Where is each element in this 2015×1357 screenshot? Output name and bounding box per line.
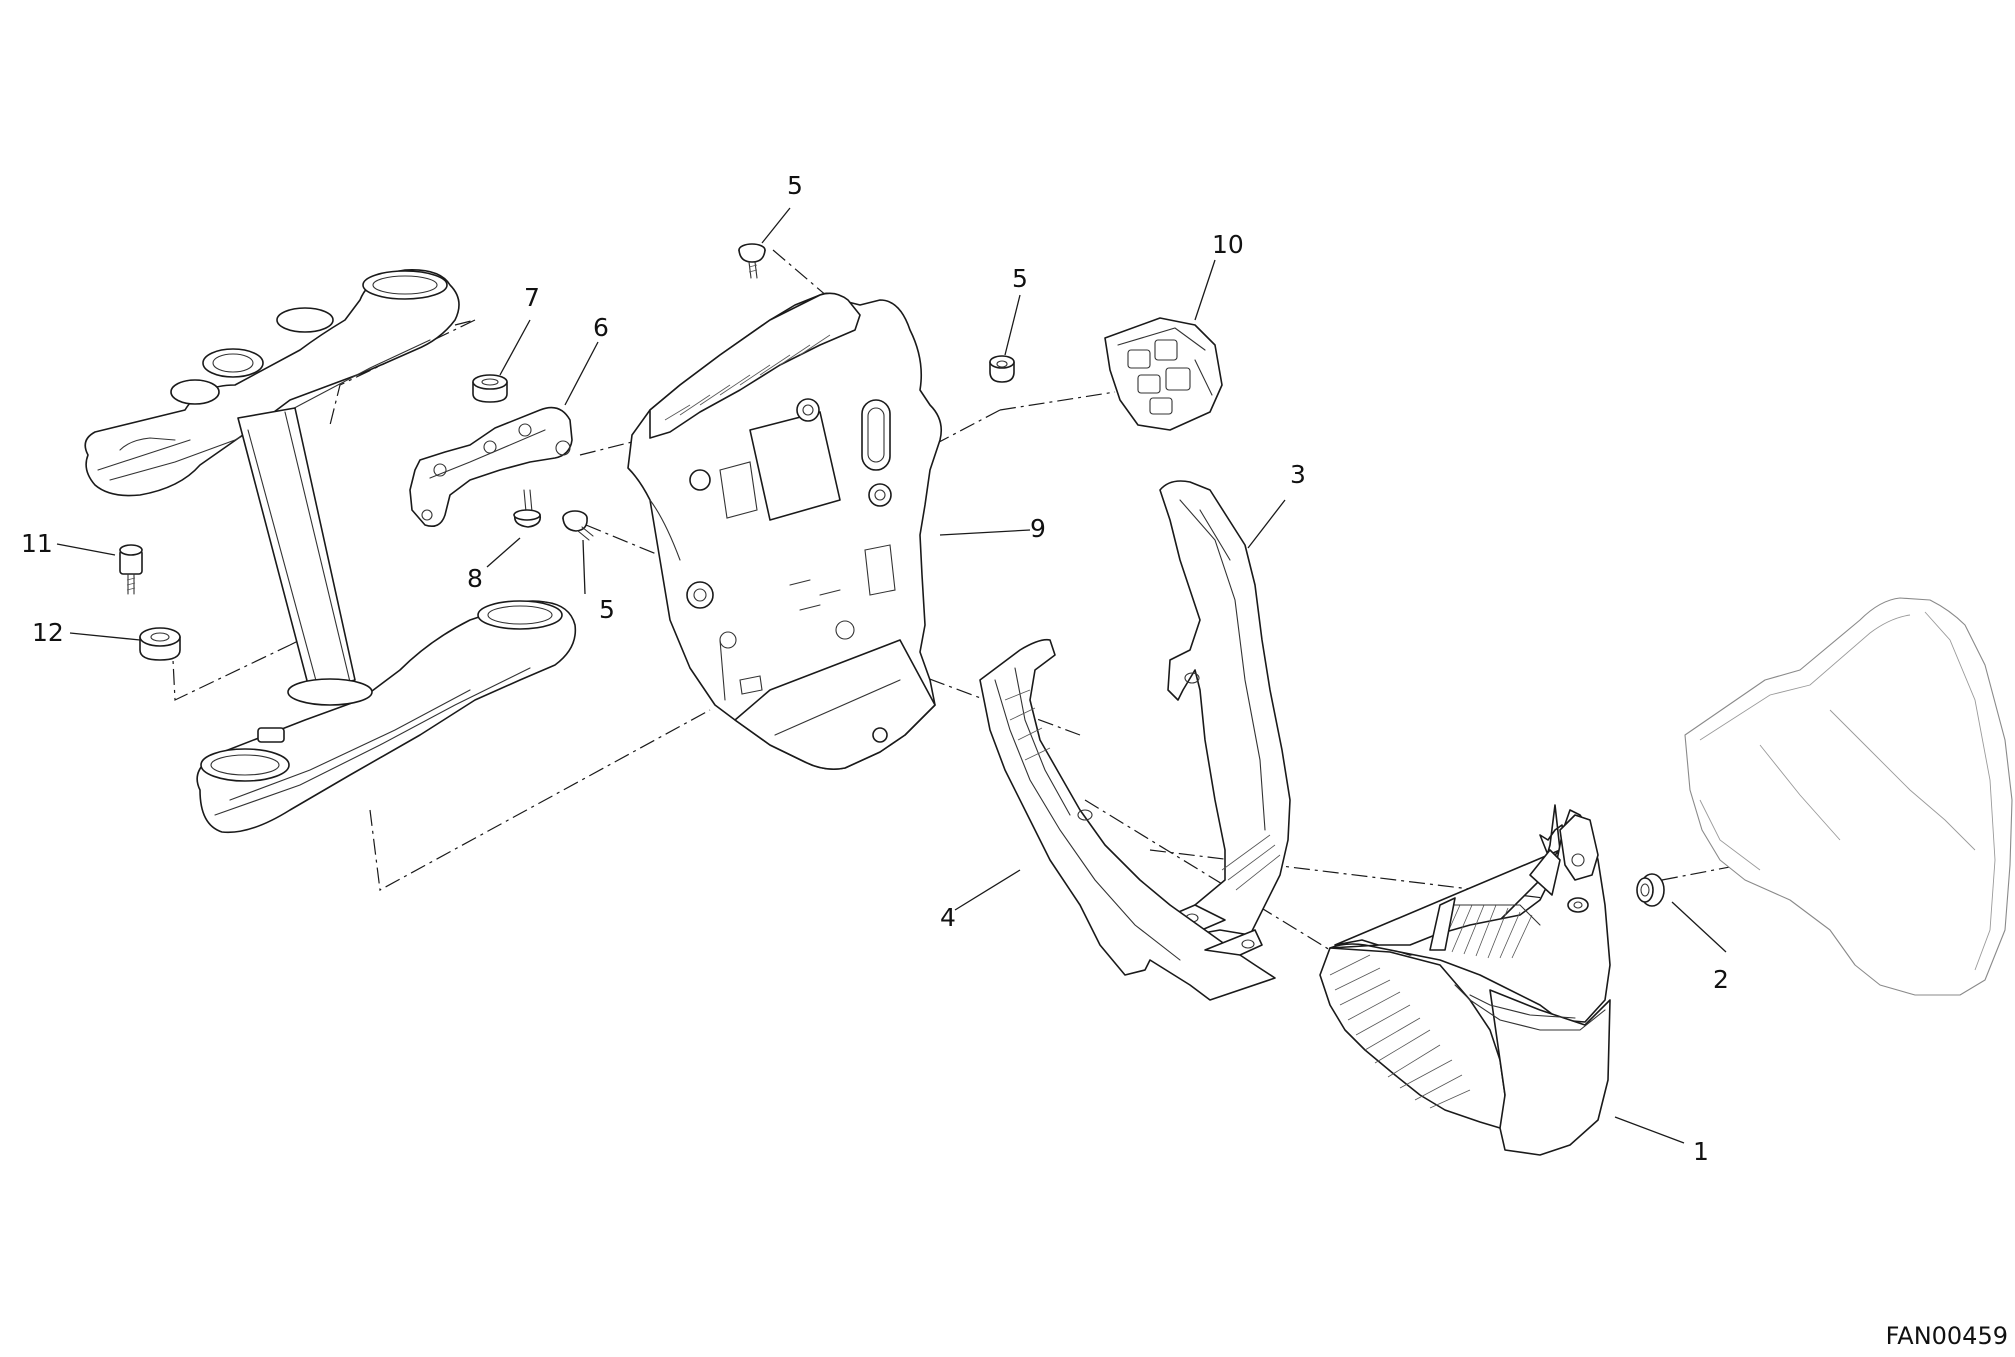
callout-labels: 1 2 3 4 5 5 5 6 7 8 9 10 11 12 bbox=[21, 171, 1729, 1166]
leader-lines bbox=[56, 207, 1727, 1144]
grommet-7 bbox=[472, 374, 508, 403]
windshield bbox=[1684, 597, 2013, 996]
cover-3 bbox=[1159, 480, 1291, 936]
screw-5-right bbox=[989, 355, 1015, 383]
callout-5-right: 5 bbox=[1012, 264, 1028, 293]
drawing-code: FAN00459 bbox=[1886, 1322, 2008, 1350]
screw-5-top bbox=[738, 243, 766, 279]
triple-clamp-assembly bbox=[84, 268, 577, 834]
headlight-support-bracket-9 bbox=[627, 292, 943, 770]
upper-clamp-boss bbox=[276, 307, 334, 333]
callout-2: 2 bbox=[1713, 965, 1729, 994]
grommet-12 bbox=[139, 627, 181, 661]
callout-6: 6 bbox=[593, 313, 609, 342]
grommet-2 bbox=[1636, 873, 1665, 907]
callout-7: 7 bbox=[524, 283, 540, 312]
connector-10 bbox=[1104, 317, 1223, 431]
callout-3: 3 bbox=[1290, 460, 1306, 489]
headlight-1 bbox=[1319, 804, 1611, 1156]
callout-8: 8 bbox=[467, 564, 483, 593]
cover-4 bbox=[979, 638, 1276, 1001]
callout-5-bottom: 5 bbox=[599, 595, 615, 624]
upper-triple-clamp bbox=[84, 268, 460, 497]
lower-clamp-fork-bore-right bbox=[477, 600, 563, 630]
steering-stem bbox=[237, 407, 356, 693]
callout-1: 1 bbox=[1693, 1137, 1709, 1166]
callout-9: 9 bbox=[1030, 514, 1046, 543]
lower-clamp-fork-bore-left bbox=[200, 748, 290, 782]
stem-base-collar bbox=[287, 678, 373, 706]
callout-4: 4 bbox=[940, 903, 956, 932]
screw-5-bottom bbox=[562, 510, 594, 541]
screw-8 bbox=[513, 489, 542, 528]
callout-12: 12 bbox=[32, 618, 64, 647]
callout-10: 10 bbox=[1212, 230, 1244, 259]
bracket-6 bbox=[409, 406, 573, 528]
bolt-11 bbox=[119, 544, 143, 595]
callout-5-top: 5 bbox=[787, 171, 803, 200]
upper-clamp-steering-nut bbox=[202, 348, 264, 378]
callout-11: 11 bbox=[21, 529, 53, 558]
lower-triple-clamp bbox=[196, 600, 577, 834]
upper-clamp-fork-bore-right bbox=[362, 270, 448, 300]
